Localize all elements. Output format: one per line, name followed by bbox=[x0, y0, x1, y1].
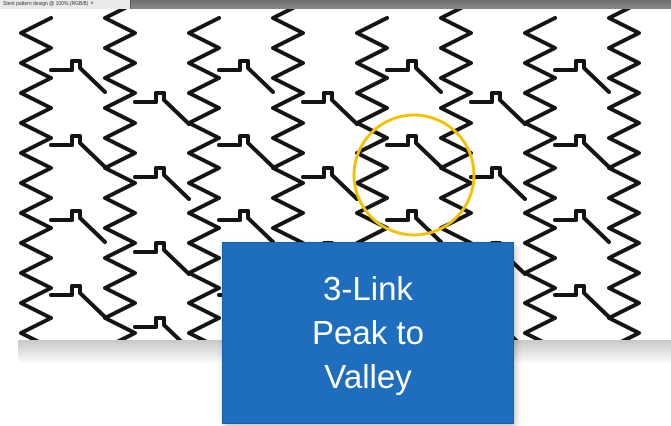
connector-link bbox=[49, 284, 107, 319]
connector-link bbox=[385, 59, 443, 94]
zigzag-strut bbox=[103, 9, 137, 340]
connector-link bbox=[553, 284, 611, 319]
document-tab-label: Stent pattern design @ 100% (RGB/8) bbox=[3, 1, 89, 7]
connector-link bbox=[133, 316, 183, 340]
zigzag-struts bbox=[19, 9, 641, 340]
callout-label-box: 3-Link Peak to Valley bbox=[222, 242, 514, 424]
connector-link bbox=[553, 59, 611, 94]
connector-link bbox=[301, 166, 359, 201]
connector-link bbox=[217, 134, 275, 169]
callout-line-1: 3-Link bbox=[323, 270, 413, 307]
connector-link bbox=[49, 59, 107, 94]
connector-link bbox=[385, 134, 443, 169]
document-tab-bar: Stent pattern design @ 100% (RGB/8) × bbox=[0, 0, 671, 9]
connector-link bbox=[133, 91, 191, 126]
zigzag-strut bbox=[19, 16, 53, 340]
callout-line-3: Valley bbox=[324, 358, 412, 395]
connector-link bbox=[469, 166, 527, 201]
close-icon[interactable]: × bbox=[90, 1, 94, 7]
connector-link bbox=[301, 91, 359, 126]
connector-link bbox=[469, 91, 527, 126]
zigzag-strut bbox=[523, 16, 557, 340]
connector-link bbox=[133, 241, 191, 276]
zigzag-strut bbox=[187, 16, 221, 340]
connector-link bbox=[133, 166, 191, 201]
connector-link bbox=[49, 209, 107, 244]
document-tab[interactable]: Stent pattern design @ 100% (RGB/8) × bbox=[0, 0, 131, 9]
connector-link bbox=[49, 134, 107, 169]
connector-link bbox=[217, 59, 275, 94]
connector-link bbox=[553, 209, 611, 244]
zigzag-strut bbox=[607, 9, 641, 340]
connector-link bbox=[217, 209, 275, 244]
connector-link bbox=[385, 209, 443, 244]
callout-line-2: Peak to bbox=[312, 314, 424, 351]
highlight-ring bbox=[352, 113, 476, 237]
connector-link bbox=[553, 134, 611, 169]
